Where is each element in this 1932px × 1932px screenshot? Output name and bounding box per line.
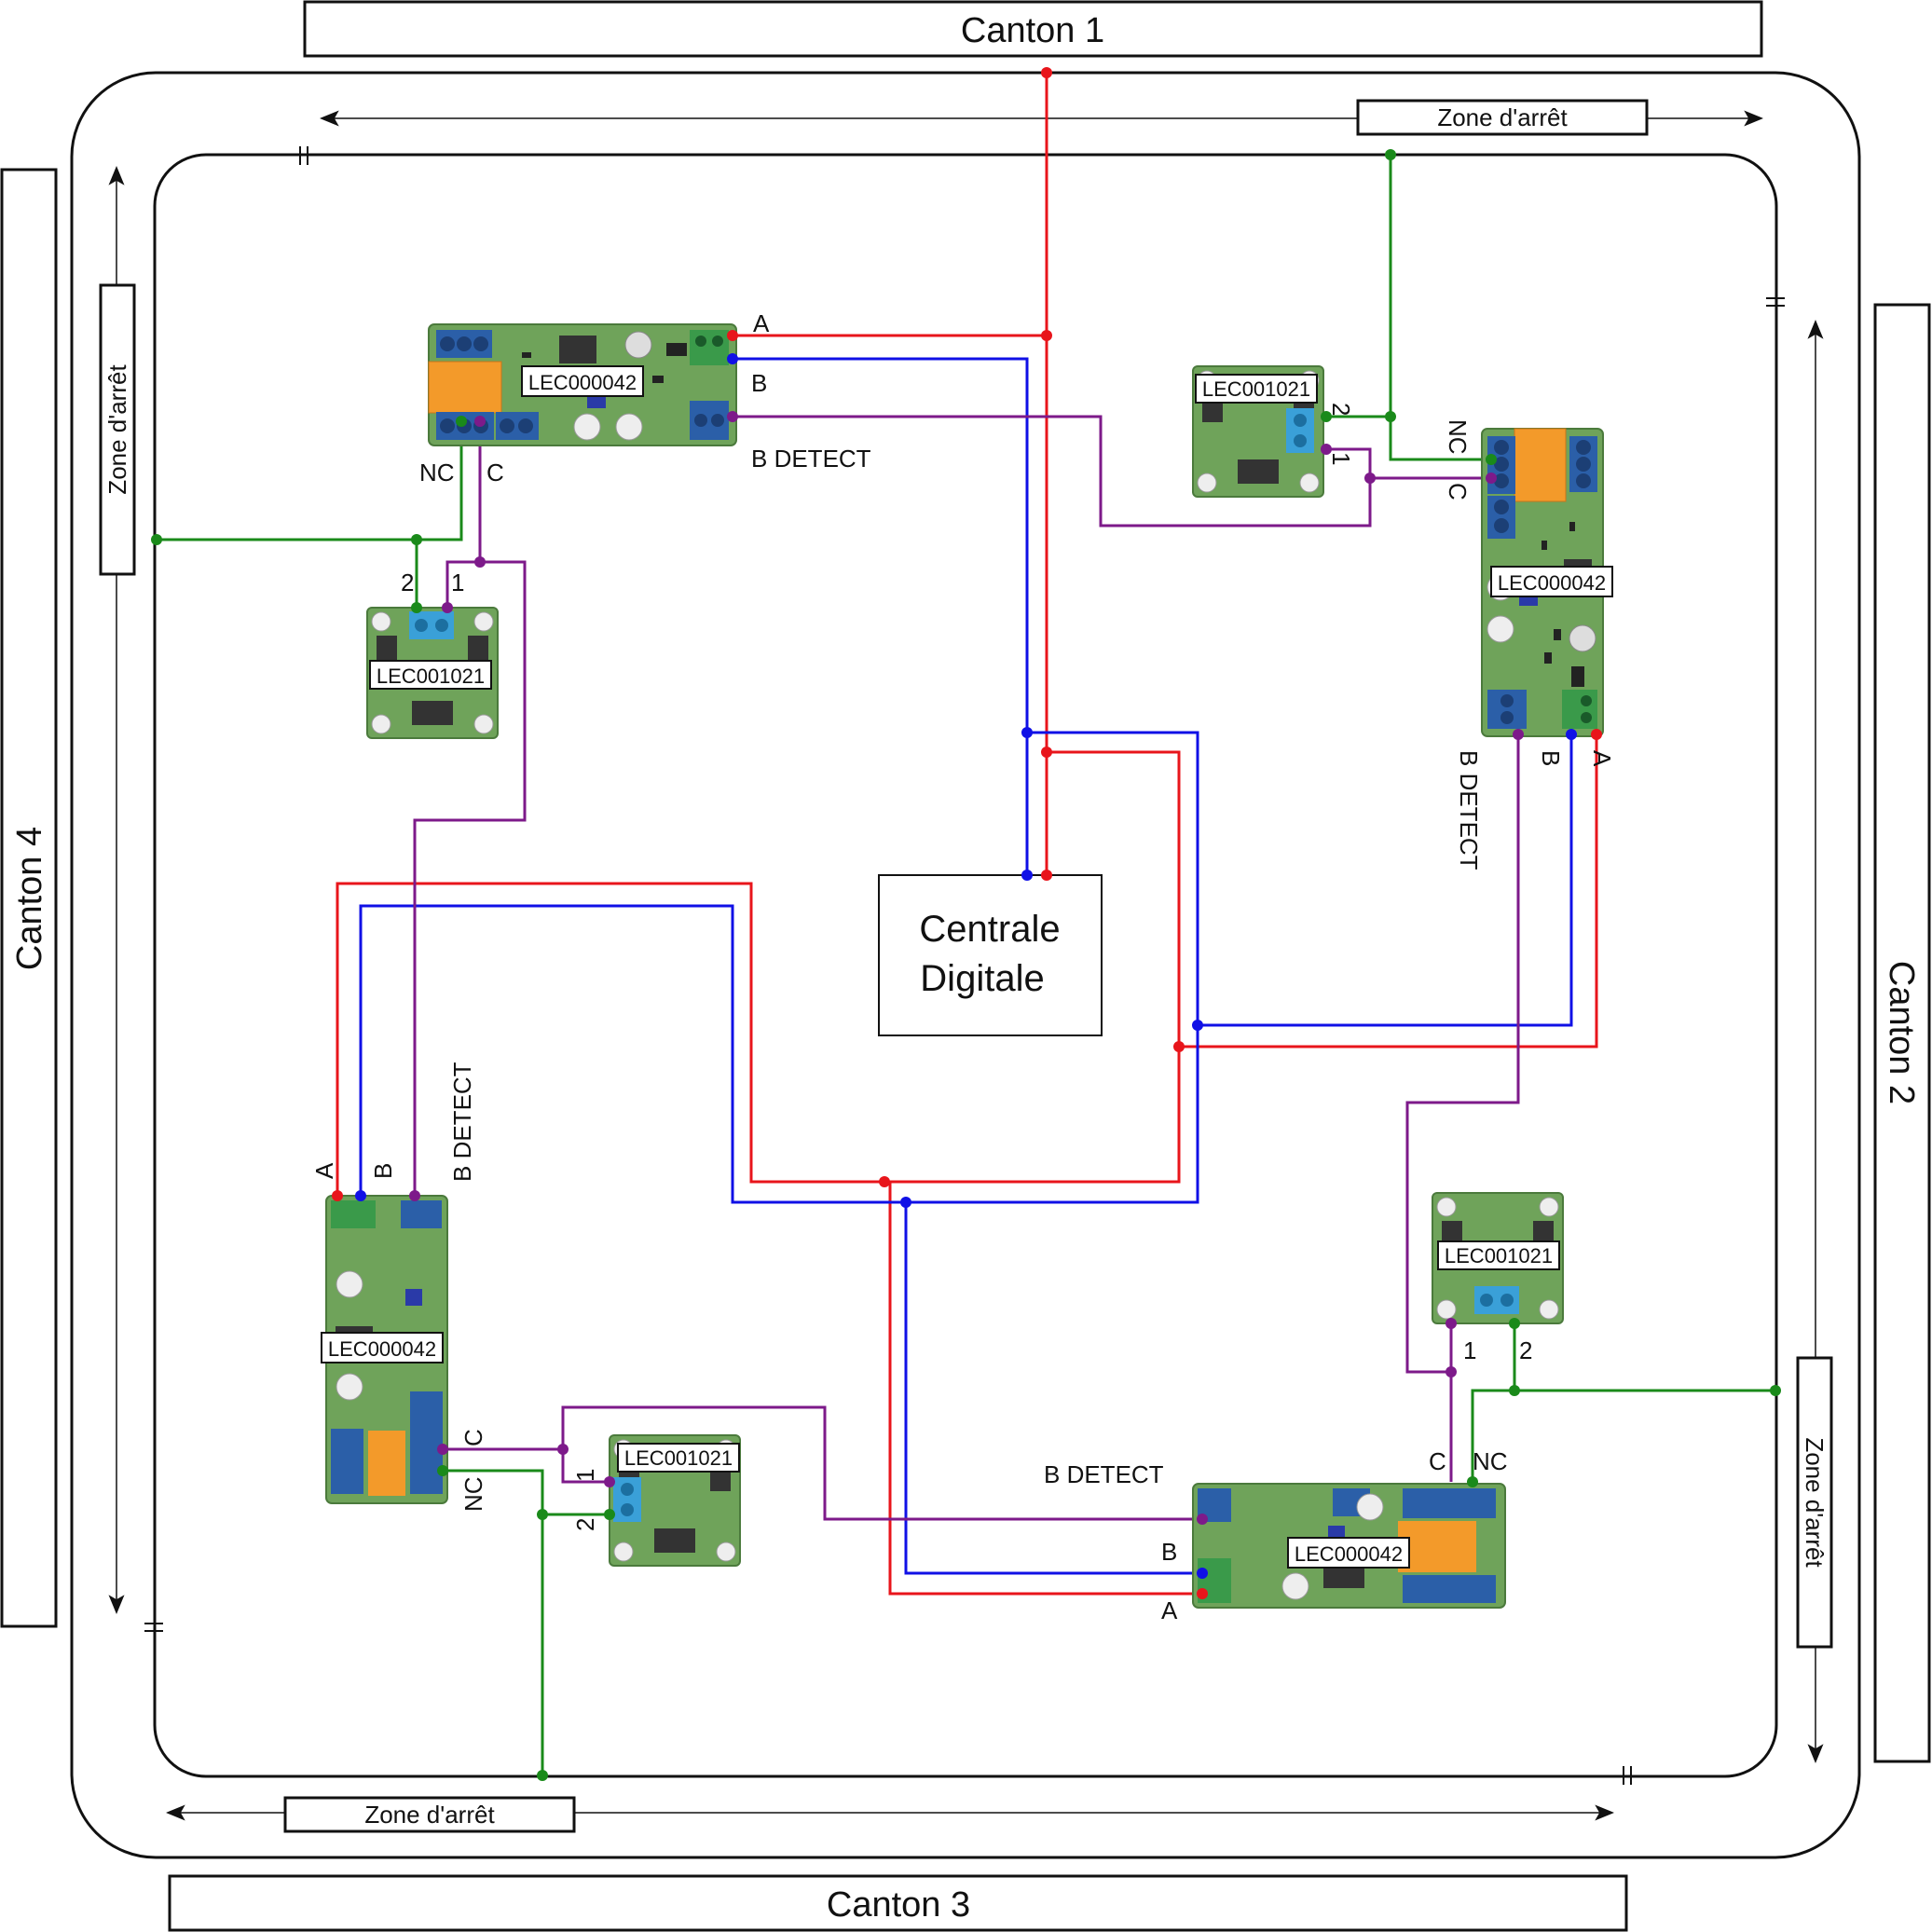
inner-track [153,153,1778,1778]
relay-tl-label: LEC000042 [528,371,637,394]
label-c-br: C [1429,1447,1446,1475]
relay-br-label: LEC000042 [1295,1542,1403,1566]
wires-a [336,73,1598,1596]
label-c-tr: C [1444,483,1472,500]
detect-tl-label: LEC001021 [377,665,485,688]
label-2-tl: 2 [401,569,414,596]
canton-4-label: Canton 4 [10,827,49,970]
label-bdetect-bl: B DETECT [448,1062,476,1182]
canton-1-label: Canton 1 [961,11,1104,50]
label-b-br: B [1161,1538,1177,1566]
label-2-bl: 2 [571,1518,599,1531]
label-2-br: 2 [1519,1336,1532,1364]
canton-2-label: Canton 2 [1882,961,1921,1104]
label-2-tr: 2 [1327,403,1355,416]
relay-tr-label: LEC000042 [1498,571,1606,595]
outer-track [70,71,1861,1859]
zone-bottom-box [283,1796,576,1833]
label-bdetect-tr: B DETECT [1455,750,1483,870]
zone-right-label: Zone d'arrêt [1801,1437,1829,1568]
terminal-labels: A B B DETECT NC C 2 1 2 1 NC C B DETECT … [310,309,1616,1624]
label-nc-bl: NC [459,1476,487,1512]
canton-4-box [0,168,58,1628]
wires-relay [157,155,1775,1775]
label-a-br: A [1161,1596,1178,1624]
label-nc-br: NC [1473,1447,1508,1475]
label-a-tl: A [753,309,770,337]
module-labels: LEC000042 LEC000042 LEC000042 LEC000042 … [321,365,1613,1569]
label-c-tl: C [486,459,504,486]
canton-3-box [168,1874,1628,1932]
detector-board-bottom-right [1432,1192,1564,1324]
label-a-bl: A [310,1162,338,1179]
zone-left-label: Zone d'arrêt [103,364,131,495]
relay-bl-label: LEC000042 [328,1337,436,1361]
canton-2-box [1873,303,1931,1763]
zone-right-box [1796,1356,1833,1649]
junction-dots [151,67,1781,1781]
zone-top-label: Zone d'arrêt [1437,103,1568,131]
detector-board-bottom-left [609,1434,741,1567]
label-1-tl: 1 [451,569,464,596]
detector-board-top-right [1192,365,1324,498]
wires-b [359,357,1573,1575]
label-bdetect-tl: B DETECT [751,445,871,473]
insulating-joints [144,146,1785,1785]
centrale-line2: Digitale [920,958,1044,999]
detect-br-label: LEC001021 [1445,1244,1553,1267]
zone-left-box [99,283,136,576]
centrale-box [878,874,1103,1036]
label-1-tr: 1 [1327,452,1355,465]
label-b-tl: B [751,369,767,397]
label-c-bl: C [459,1429,487,1446]
detect-bl-label: LEC001021 [624,1446,733,1470]
label-a-tr: A [1588,750,1616,767]
label-1-br: 1 [1463,1336,1476,1364]
zone-bottom-label: Zone d'arrêt [364,1801,495,1829]
detect-tr-label: LEC001021 [1202,377,1310,401]
label-b-bl: B [369,1163,397,1179]
label-1-bl: 1 [571,1469,599,1482]
canton-1-box [303,0,1763,58]
label-nc-tr: NC [1444,419,1472,455]
zone-top-box [1356,99,1649,136]
canton-3-label: Canton 3 [827,1885,970,1925]
label-nc-tl: NC [419,459,455,486]
label-b-tr: B [1537,750,1565,766]
label-bdetect-br: B DETECT [1044,1460,1164,1488]
centrale-line1: Centrale [919,909,1060,950]
wires-detect [413,415,1520,1521]
detector-board-top-left [366,607,499,739]
